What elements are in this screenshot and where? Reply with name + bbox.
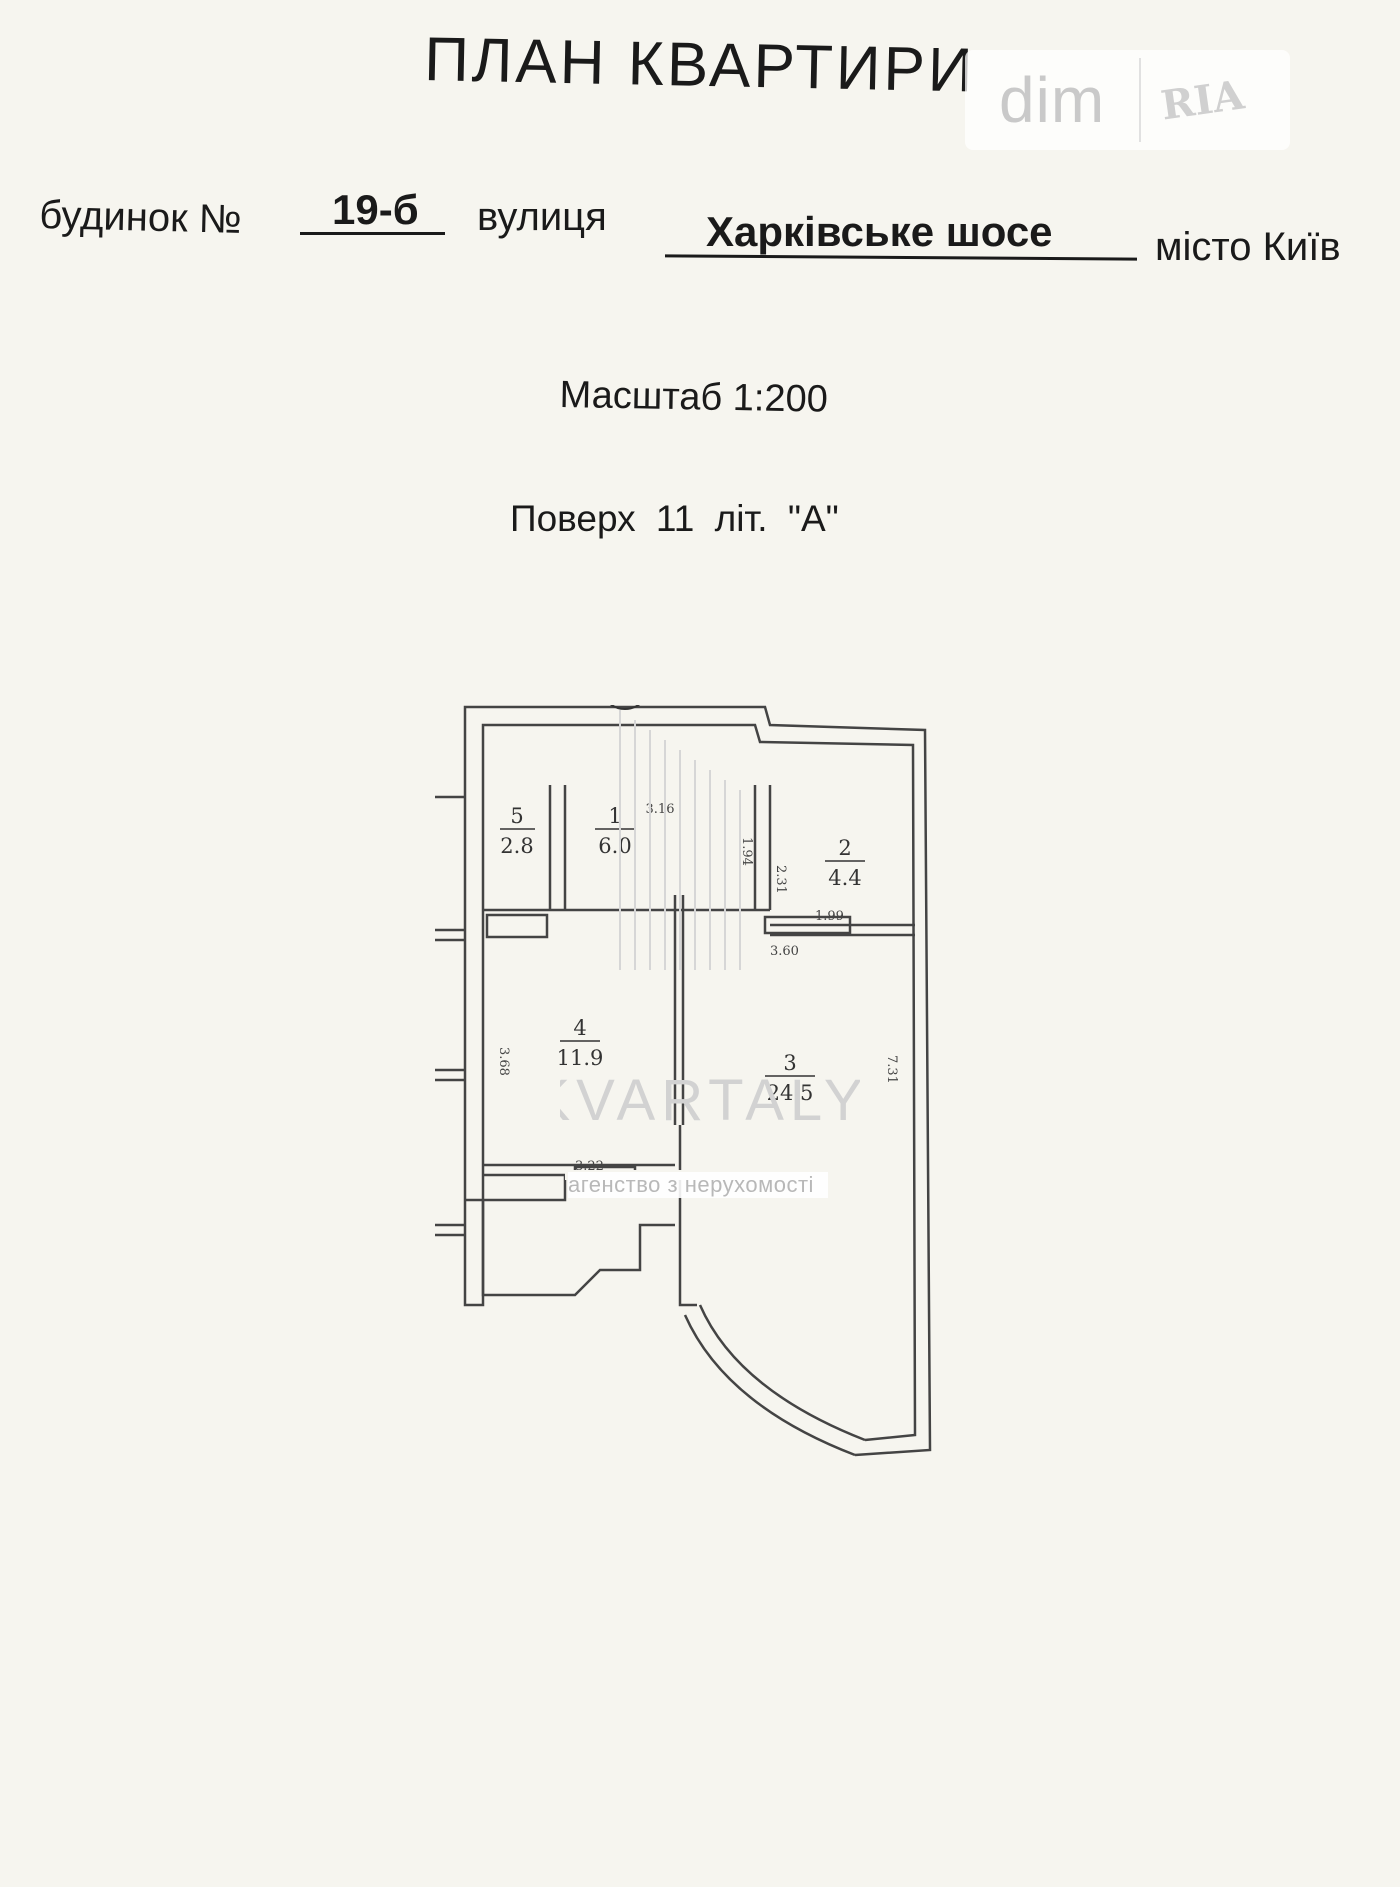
apartment-floor-plan: 163 5 2.8 1 6.0 2 4.4 4 11.9 3 24.5 3.16… [435, 705, 932, 1457]
room-5-number: 5 [510, 804, 523, 828]
city-name: місто Київ [1155, 225, 1341, 269]
partition-bath [753, 785, 772, 910]
dimension-3-68: 3.68 [496, 1047, 511, 1076]
dimension-1-99: 1.99 [815, 909, 844, 924]
dim-logo-text: dim [999, 64, 1106, 136]
page-title: ПЛАН КВАРТИРИ [423, 24, 977, 106]
dimension-1-94: 1.94 [739, 837, 754, 866]
dimension-3-60: 3.60 [770, 944, 799, 959]
room-1-number: 1 [608, 804, 621, 828]
street-name-underline [664, 254, 1138, 261]
house-number: 19-б [332, 186, 419, 233]
dimension-3-16: 3.16 [646, 802, 675, 817]
scale-label: Масштаб 1:200 [559, 374, 829, 421]
apartment-number-circle [610, 705, 640, 710]
room-1-area: 6.0 [598, 834, 631, 858]
room-5-area: 2.8 [500, 834, 533, 858]
wall-block-2 [763, 915, 852, 935]
partition-living [673, 895, 685, 1125]
dimension-7-31: 7.31 [884, 1055, 899, 1084]
street-label: вулиця [477, 195, 607, 239]
kvartaly-tagline: агенство з нерухомості [568, 1172, 828, 1198]
partition-bath-bottom [770, 923, 915, 937]
house-label: будинок № [38, 193, 243, 242]
ria-logo-text: RIA [1158, 70, 1247, 130]
wall-block-1 [485, 913, 549, 939]
bay-window-curve [683, 1314, 856, 1457]
room-4-number: 4 [573, 1016, 586, 1040]
left-wall-stubs [435, 795, 465, 1237]
watermark-divider [1139, 58, 1142, 142]
left-wall [463, 767, 485, 1307]
house-number-underline [300, 232, 445, 235]
floor-label: Поверх 11 літ. "А" [510, 498, 839, 539]
outer-wall-inner-line [481, 723, 917, 1442]
dim-ria-watermark: dim RIA [965, 50, 1290, 150]
partition-room5 [548, 785, 567, 910]
balcony [465, 1175, 675, 1297]
room-2-number: 2 [838, 836, 851, 860]
room-3-number: 3 [783, 1051, 796, 1075]
partition-living-lower [678, 1125, 697, 1307]
bay-window-curve-inner [698, 1304, 866, 1442]
outer-wall [463, 705, 932, 1457]
room-4-area: 11.9 [557, 1046, 604, 1070]
room-2-area: 4.4 [828, 866, 861, 890]
street-name: Харківське шосе [706, 208, 1053, 255]
room-3-area: 24.5 [767, 1081, 814, 1105]
dimension-2-31: 2.31 [773, 865, 788, 894]
